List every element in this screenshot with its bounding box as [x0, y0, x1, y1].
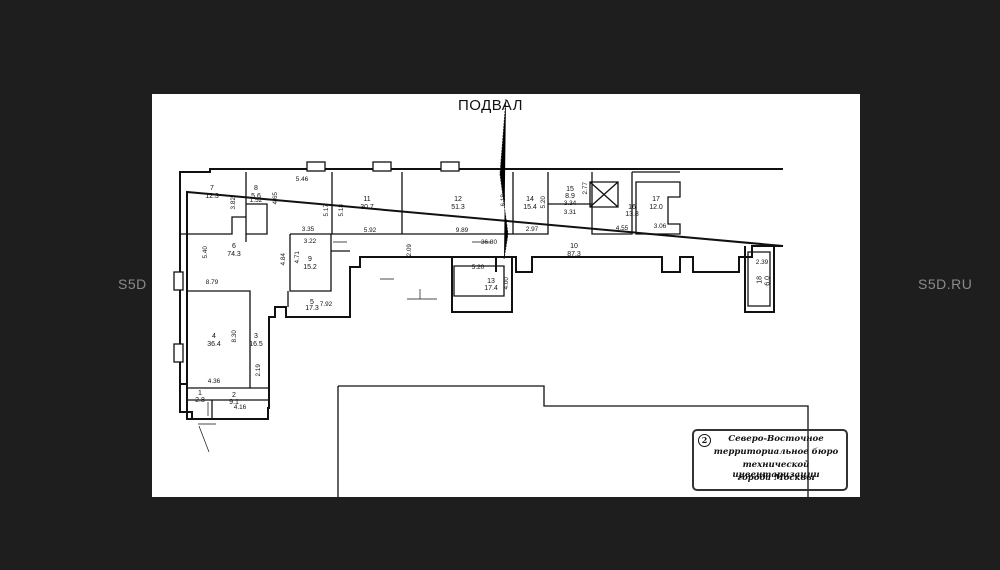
partition-room-1-2	[187, 399, 268, 419]
partition-room-13	[453, 265, 505, 297]
room-7-area: 12.3	[205, 193, 219, 200]
dimension-label: 2.39	[755, 259, 769, 266]
room-14-area: 15.4	[523, 204, 537, 211]
dimension-label: 4.71	[293, 251, 301, 264]
dimension-label: 4.65	[271, 192, 279, 205]
room-6-number: 6	[232, 243, 236, 250]
dimension-label: 5.40	[201, 246, 209, 259]
room-17-area: 12.0	[649, 204, 663, 211]
window-well	[440, 161, 460, 172]
room-12-number: 12	[454, 196, 462, 203]
dimension-label: 3.82	[229, 197, 237, 210]
partition-stair	[589, 181, 619, 208]
room-6-area: 74.3	[227, 251, 241, 258]
south-wing-outline	[451, 257, 513, 313]
window-well	[173, 271, 184, 291]
stamp-line: Северо-Восточное	[728, 434, 824, 444]
dimension-label: 3.31	[563, 209, 577, 216]
room-13-area: 17.4	[484, 285, 498, 292]
room-1-number: 1	[198, 390, 202, 397]
partition-north-row	[331, 171, 680, 235]
stamp-line: технической инвентаризации	[732, 460, 820, 480]
dimension-label: 1.52	[249, 197, 263, 204]
room-3-area: 16.5	[249, 341, 263, 348]
watermark-left: S5D	[118, 276, 147, 292]
room-10-area: 87.3	[567, 251, 581, 258]
dimension-label: 3.34	[563, 200, 577, 207]
dimension-label: 2.09	[405, 244, 413, 257]
partition-west	[180, 172, 268, 235]
window-well	[306, 161, 326, 172]
stamp-line: города Москвы	[737, 473, 815, 483]
scan-seam	[499, 98, 509, 260]
dimension-label: 5.18	[337, 204, 345, 217]
courtyard-inner	[337, 385, 809, 497]
window-well	[372, 161, 392, 172]
room-5-number: 5	[310, 299, 314, 306]
dimension-label: 5.46	[295, 176, 309, 183]
room-1-area: 2.8	[195, 397, 205, 404]
room-8-area: 5.6	[251, 193, 261, 200]
dimension-label: 4.84	[279, 253, 287, 266]
dimension-label: 4.36	[207, 378, 221, 385]
east-annex	[744, 246, 775, 313]
partition-rooms-6-9	[245, 233, 513, 292]
room-2-area: 9.1	[229, 399, 239, 406]
stamp-line: территориальное бюро	[713, 447, 839, 457]
room-16-area: 13.8	[625, 211, 639, 218]
dimension-label: 8.79	[205, 279, 219, 286]
room-16-number: 16	[628, 204, 636, 211]
partition-room-5	[187, 290, 289, 389]
room-18-area: 6.0	[764, 276, 772, 286]
dimension-label: 5.17	[322, 204, 330, 217]
dimension-label: 36.80	[481, 239, 497, 246]
dimension-label: 6.18	[499, 194, 507, 207]
room-7-number: 7	[210, 185, 214, 192]
floor-plan-drawing	[173, 98, 809, 497]
room-4-number: 4	[212, 333, 216, 340]
dimension-label: 3.06	[653, 223, 667, 230]
dimension-label: 4.16	[233, 404, 247, 411]
room-2-number: 2	[232, 392, 236, 399]
dimension-label: 3.35	[301, 226, 315, 233]
room-5-area: 17.3	[305, 305, 319, 312]
dimension-label: 7.92	[319, 301, 333, 308]
outer-wall-left	[179, 192, 193, 419]
bti-stamp: 2 Северо-Восточное территориальное бюро …	[692, 429, 848, 491]
dimension-label: 4.00	[502, 277, 510, 290]
room-15-area: 8.9	[565, 193, 575, 200]
dimension-label: 2.97	[525, 226, 539, 233]
dimension-label: 3.22	[303, 238, 317, 245]
dimension-label: 5.20	[471, 264, 485, 271]
room-14-number: 14	[526, 196, 534, 203]
room-3-number: 3	[254, 333, 258, 340]
partition-room-17	[635, 181, 681, 235]
stamp-number-badge: 2	[698, 434, 711, 447]
partition-room-18	[747, 251, 771, 307]
room-8-number: 8	[254, 185, 258, 192]
room-11-area: 30.7	[360, 204, 374, 211]
room-17-number: 17	[652, 196, 660, 203]
outer-wall	[179, 168, 784, 420]
dimension-label: 2.77	[581, 182, 589, 195]
room-9-number: 9	[308, 256, 312, 263]
room-18-number: 18	[756, 276, 764, 284]
dimension-label: 2.19	[254, 364, 262, 377]
room-9-area: 15.2	[303, 264, 317, 271]
dimension-label: 8.30	[230, 330, 238, 343]
room-11-number: 11	[363, 196, 371, 203]
plan-title: ПОДВАЛ	[458, 97, 523, 114]
window-well	[173, 343, 184, 363]
dimension-label: 5.92	[363, 227, 377, 234]
dimension-label: 9.89	[455, 227, 469, 234]
room-15-number: 15	[566, 186, 574, 193]
room-13-number: 13	[487, 278, 495, 285]
dimension-label: 5.20	[539, 196, 547, 209]
watermark-right: S5D.RU	[918, 276, 973, 292]
dimension-label: 4.55	[615, 225, 629, 232]
room-4-area: 36.4	[207, 341, 221, 348]
floor-plan-sheet: ПОДВАЛ 7 12.3 8 5.6 11 30.7 12 51.3 14 1…	[152, 94, 860, 497]
room-12-area: 51.3	[451, 204, 465, 211]
room-10-number: 10	[570, 243, 578, 250]
